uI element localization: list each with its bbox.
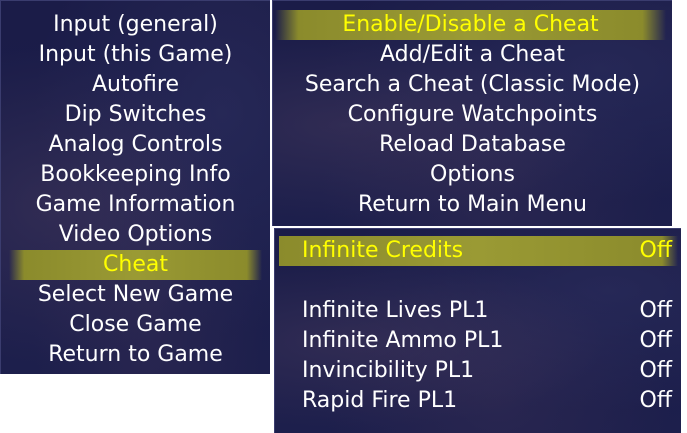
cheat-menu-item-configure-watchpoints[interactable]: Configure Watchpoints	[347, 102, 598, 127]
main-menu-item-select-new-game[interactable]: Select New Game	[37, 282, 234, 307]
cheat-menu-item-return-main-menu[interactable]: Return to Main Menu	[358, 192, 587, 217]
cheat-name: Rapid Fire PL1	[302, 388, 458, 413]
main-menu-item-dip-switches[interactable]: Dip Switches	[64, 102, 207, 127]
main-menu-item-close-game[interactable]: Close Game	[69, 312, 202, 337]
cheat-value[interactable]: Off	[639, 388, 672, 413]
cheat-name: Infinite Credits	[302, 238, 464, 263]
cheat-menu-item-search-classic[interactable]: Search a Cheat (Classic Mode)	[304, 72, 641, 97]
cheat-row-infinite-credits[interactable]: Infinite Credits Off	[279, 236, 678, 266]
main-menu-item-input-general[interactable]: Input (general)	[53, 12, 218, 37]
main-menu-item-video-options[interactable]: Video Options	[58, 222, 213, 247]
cheat-row-infinite-ammo-pl1[interactable]: Infinite Ammo PL1 Off	[275, 326, 681, 356]
main-menu-item-analog-controls[interactable]: Analog Controls	[48, 132, 223, 157]
cheat-menu-item-add-edit[interactable]: Add/Edit a Cheat	[379, 42, 566, 67]
cheat-list-panel: Infinite Credits Off Infinite Lives PL1 …	[274, 228, 681, 433]
cheat-name: Invincibility PL1	[302, 358, 475, 383]
cheat-name: Infinite Ammo PL1	[302, 328, 504, 353]
cheat-menu-item-options[interactable]: Options	[430, 162, 515, 187]
main-menu-panel: Input (general) Input (this Game) Autofi…	[0, 0, 270, 374]
cheat-row-invincibility-pl1[interactable]: Invincibility PL1 Off	[275, 356, 681, 386]
cheat-row-rapid-fire-pl1[interactable]: Rapid Fire PL1 Off	[275, 386, 681, 416]
main-menu-item-return-to-game[interactable]: Return to Game	[48, 342, 223, 367]
cheat-menu-panel: Enable/Disable a Cheat Add/Edit a Cheat …	[272, 0, 672, 226]
main-menu-item-game-information[interactable]: Game Information	[35, 192, 236, 217]
cheat-value[interactable]: Off	[639, 328, 672, 353]
main-menu-item-autofire[interactable]: Autofire	[91, 72, 180, 97]
cheat-value[interactable]: Off	[639, 238, 672, 263]
main-menu-item-cheat[interactable]: Cheat	[9, 250, 262, 280]
main-menu-item-bookkeeping-info[interactable]: Bookkeeping Info	[40, 162, 231, 187]
cheat-value[interactable]: Off	[639, 298, 672, 323]
cheat-menu-item-reload-database[interactable]: Reload Database	[379, 132, 566, 157]
cheat-name: Infinite Lives PL1	[302, 298, 489, 323]
cheat-menu-item-enable-disable[interactable]: Enable/Disable a Cheat	[275, 10, 666, 40]
cheat-value[interactable]: Off	[639, 358, 672, 383]
main-menu-item-input-this-game[interactable]: Input (this Game)	[38, 42, 233, 67]
cheat-row-infinite-lives-pl1[interactable]: Infinite Lives PL1 Off	[275, 296, 681, 326]
